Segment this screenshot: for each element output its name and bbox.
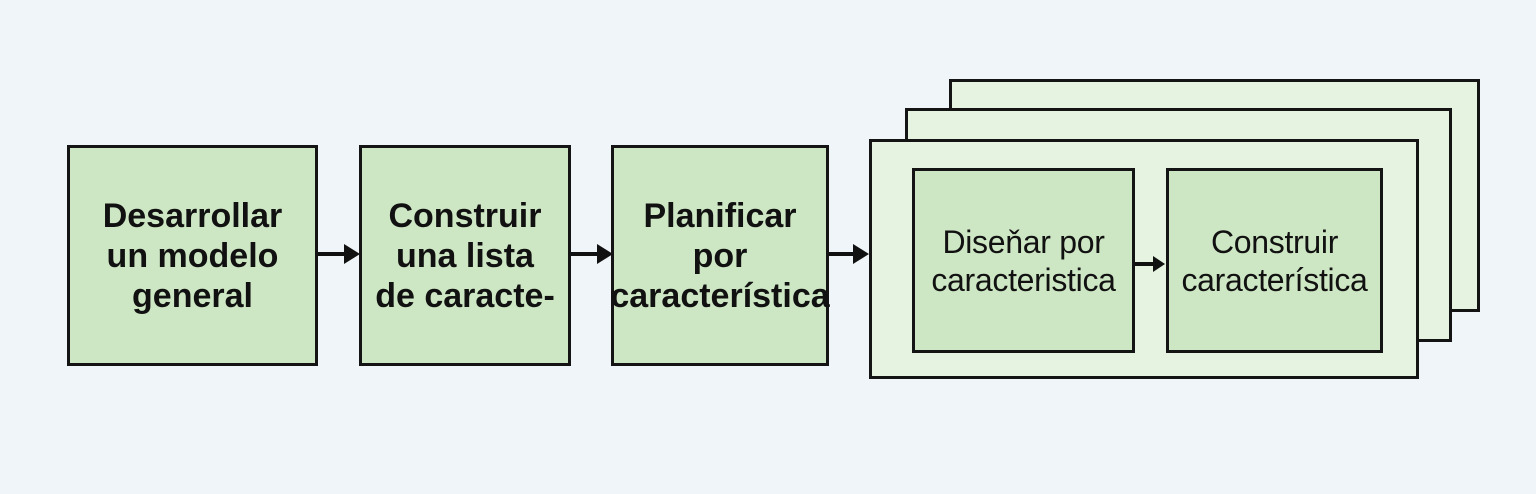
step-plan-by-feature: Planificar por característica bbox=[610, 145, 830, 366]
arrow-3 bbox=[829, 244, 869, 264]
step-plan-by-feature-label: Planificar por característica bbox=[610, 196, 830, 315]
arrow-2 bbox=[571, 244, 613, 264]
step-develop-model-label: Desarrollar un modelo general bbox=[102, 196, 283, 315]
step-build-feature-list-label: Construir una lista de caracte- bbox=[375, 196, 555, 315]
step-develop-model: Desarrollar un modelo general bbox=[67, 145, 318, 366]
step-design-by-feature: Diseňar por caracteristica bbox=[912, 168, 1135, 353]
step-build-by-feature: Construir característica bbox=[1166, 168, 1383, 353]
step-build-by-feature-label: Construir característica bbox=[1181, 223, 1368, 298]
arrow-4 bbox=[1135, 256, 1165, 272]
arrow-1 bbox=[318, 244, 360, 264]
step-build-feature-list: Construir una lista de caracte- bbox=[359, 145, 571, 366]
step-design-by-feature-label: Diseňar por caracteristica bbox=[931, 223, 1116, 298]
